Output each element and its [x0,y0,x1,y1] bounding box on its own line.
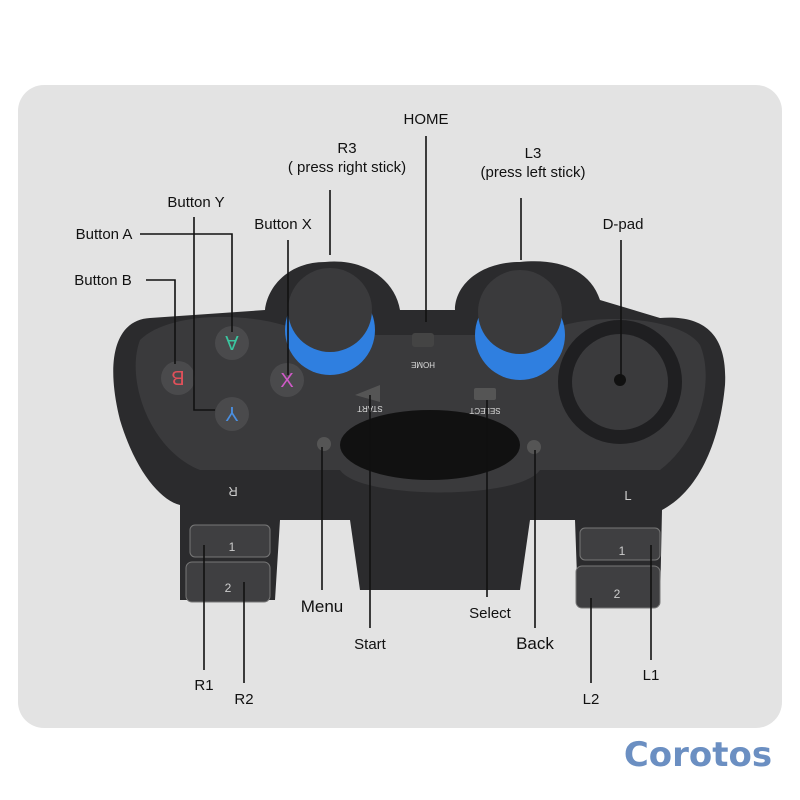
label-button-b: Button B [74,272,132,289]
button-a-glyph: A [225,331,239,353]
label-start: Start [354,636,387,653]
l1-print: 1 [619,544,626,558]
right-stick[interactable] [288,268,372,352]
label-r1: R1 [194,677,213,694]
label-l2: L2 [583,691,600,708]
r1-print: 1 [229,540,236,554]
leader-lines [140,136,652,683]
r2-button[interactable] [185,561,271,603]
label-button-x: Button X [254,216,312,233]
l2-button[interactable] [575,565,661,609]
l2-print: 2 [614,587,621,601]
button-x-glyph: X [280,370,293,392]
button-a-leader [140,233,233,332]
back-button[interactable] [527,440,541,454]
label-r3: R3 [337,140,356,157]
label-home: HOME [404,111,449,128]
label-button-y: Button Y [167,194,224,211]
label-button-a: Button A [76,226,133,243]
corotos-logo: Corotos [624,735,772,775]
touchpad [340,410,520,480]
button-y-glyph: Y [225,402,238,424]
button-b[interactable] [161,361,195,395]
start-button[interactable] [355,385,380,402]
l1-button[interactable] [579,527,661,561]
callout-labels: HOME R3 ( press right stick) L3 (press l… [74,111,659,708]
button-b-leader [146,279,176,364]
menu-button[interactable] [317,437,331,451]
button-y[interactable] [215,397,249,431]
label-r2: R2 [234,691,253,708]
label-back: Back [516,634,554,653]
button-b-glyph: B [171,366,184,388]
r1-button[interactable] [189,524,271,558]
gamepad: A B X Y HOME START SELECT R L 1 2 1 2 [113,261,726,609]
label-select: Select [469,605,512,622]
label-l1: L1 [643,667,660,684]
select-print: SELECT [469,406,500,415]
label-dpad: D-pad [603,216,644,233]
r2-print: 2 [225,581,232,595]
button-x[interactable] [270,363,304,397]
button-y-leader [193,217,215,411]
home-print: HOME [411,360,435,369]
label-menu: Menu [301,597,344,616]
home-button[interactable] [412,333,434,347]
r-print: R [228,484,237,499]
label-l3: L3 [525,145,542,162]
label-r3-desc: ( press right stick) [288,159,406,176]
left-stick[interactable] [478,270,562,354]
select-button[interactable] [474,388,496,400]
button-a[interactable] [215,326,249,360]
label-l3-desc: (press left stick) [480,164,585,181]
l-print: L [624,488,631,503]
dpad-center [614,374,626,386]
